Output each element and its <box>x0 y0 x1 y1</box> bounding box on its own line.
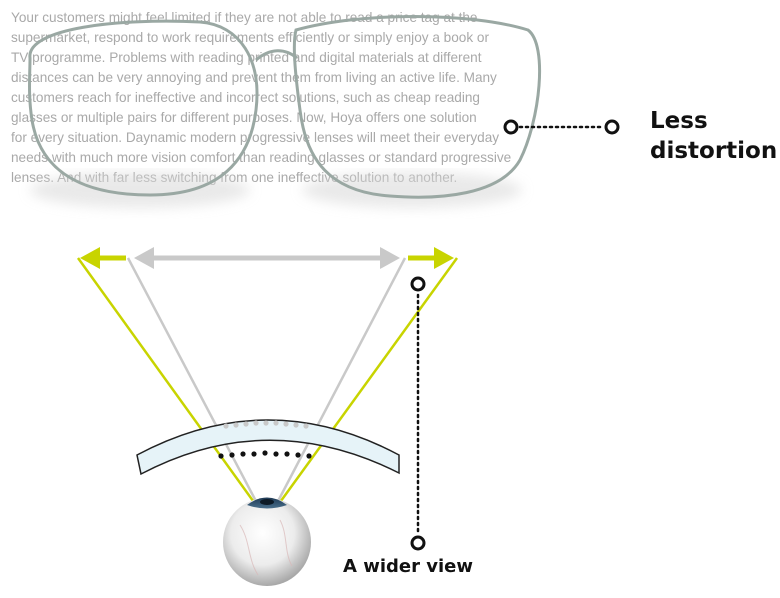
paragraph-line: supermarket, respond to work requirement… <box>11 30 490 45</box>
wider-view-label: A wider view <box>343 556 473 577</box>
narrow-ray-left <box>126 257 260 506</box>
lime-arrow-left-head <box>80 247 100 269</box>
pupil <box>260 499 274 505</box>
right-lens-rim <box>292 15 542 199</box>
eyeball <box>223 497 311 586</box>
lens-shape <box>136 419 400 476</box>
left-lens-rim <box>28 19 259 197</box>
paragraph-line: TV programme. Problems with reading prin… <box>11 50 482 65</box>
paragraph-line: needs with much more vision comfort than… <box>11 150 512 165</box>
wide-ray-right <box>276 257 459 506</box>
lens <box>136 419 400 476</box>
bridge <box>255 49 298 62</box>
lime-arrow-right-head <box>434 247 454 269</box>
narrow-ray-right <box>274 257 407 506</box>
pointer-end-marker <box>604 119 620 135</box>
gray-arrow-right-head <box>380 247 400 269</box>
lens-bottom-dots <box>218 450 312 459</box>
glasses-frame <box>28 15 542 208</box>
pointer-top-marker <box>410 276 426 292</box>
less-distortion-label: Less distortion <box>650 108 778 164</box>
pointer-bottom-marker <box>410 535 426 551</box>
view-rays <box>76 257 459 506</box>
field-of-view-arrows <box>80 247 454 269</box>
pointer-start-marker <box>503 119 519 135</box>
lens-top-dots <box>223 420 309 429</box>
paragraph-line: for every situation. Daynamic modern pro… <box>11 130 500 145</box>
wide-ray-left <box>76 257 258 506</box>
gray-arrow-left-head <box>134 247 154 269</box>
wider-view-pointer <box>410 276 426 551</box>
less-distortion-pointer <box>503 119 620 135</box>
paragraph-line: customers reach for ineffective and inco… <box>11 90 480 105</box>
paragraph-line: distances can be very annoying and preve… <box>11 70 497 85</box>
paragraph-line: glasses or multiple pairs for different … <box>11 110 477 125</box>
